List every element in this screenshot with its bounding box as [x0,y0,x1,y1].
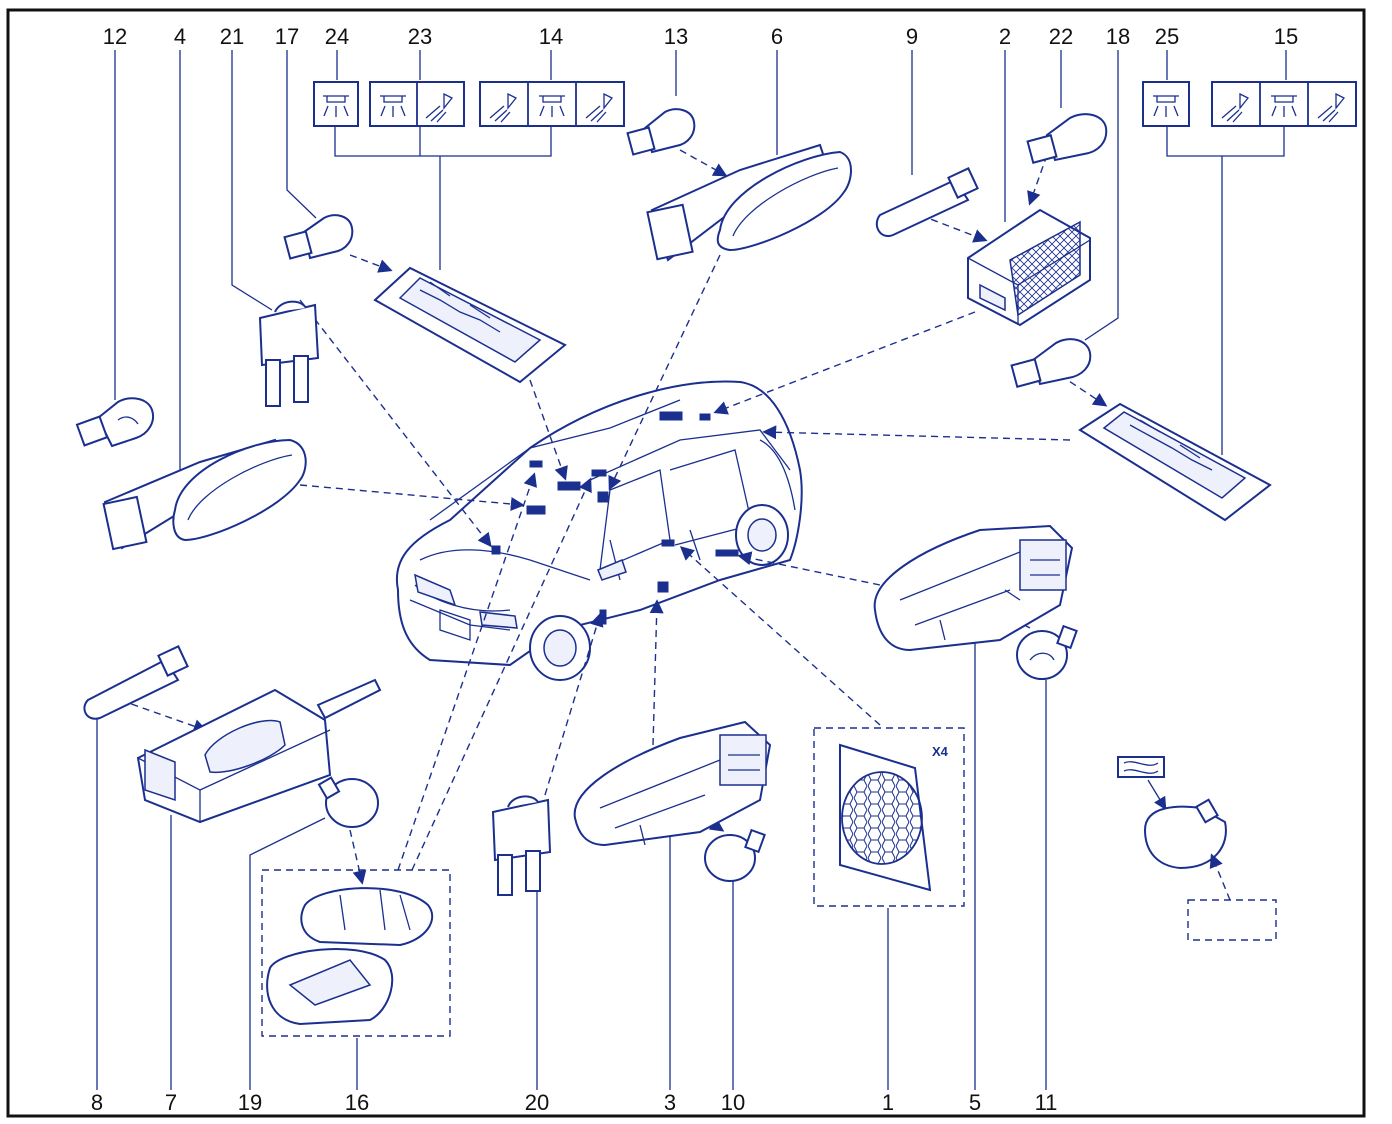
lamp-6 [646,143,852,262]
label-17: 17 [275,24,299,49]
bulb-19 [317,776,379,828]
lamp-4 [102,438,307,551]
bulb-11 [1016,624,1078,680]
bulb-18 [1010,338,1092,388]
spot-light-icon [1317,92,1346,123]
label-25: 25 [1155,24,1179,49]
label-20: 20 [525,1090,549,1115]
dome-light-icon [380,95,406,117]
label-8: 8 [91,1090,103,1115]
spot-light-icon [1221,92,1250,123]
bulb-17 [283,214,354,260]
label-21: 21 [220,24,244,49]
dome-light-icon [323,95,349,117]
label-10: 10 [721,1090,745,1115]
car-outline [395,380,803,681]
multiplier-x4: X4 [932,744,949,759]
icon-group-25 [1142,81,1190,127]
label-22: 22 [1049,24,1073,49]
bulb-12 [75,397,154,448]
label-18: 18 [1106,24,1130,49]
bottom-labels: 8 7 19 16 20 3 10 1 5 11 [91,1090,1058,1115]
dome-light-15 [1078,402,1272,522]
dome-light-icon [539,95,565,117]
label-24: 24 [325,24,349,49]
bulb-generic [1117,756,1277,941]
label-14: 14 [539,24,563,49]
label-4: 4 [174,24,186,49]
dome-light-23 [373,266,567,384]
leader-lines [96,50,1287,1090]
label-2: 2 [999,24,1011,49]
label-19: 19 [238,1090,262,1115]
bulb-9 [875,167,979,237]
bulb-10 [704,828,766,882]
label-12: 12 [103,24,127,49]
bulb-13 [626,108,696,156]
lamp-3 [573,720,772,847]
label-3: 3 [664,1090,676,1115]
group-16 [261,869,451,1037]
dome-light-icon [1153,95,1179,117]
label-9: 9 [906,24,918,49]
top-labels: 12 4 21 17 24 23 14 13 6 9 2 22 18 25 15 [103,24,1298,49]
icon-group-14 [479,81,625,127]
label-5: 5 [969,1090,981,1115]
spot-light-icon [425,92,454,123]
icon-group-23 [369,81,465,127]
outer-frame [6,8,1366,1118]
label-6: 6 [771,24,783,49]
icon-group-24 [313,81,359,127]
spot-light-icon [489,92,518,123]
label-15: 15 [1274,24,1298,49]
label-23: 23 [408,24,432,49]
fuse-21 [258,300,320,407]
group-1-grille: X4 [813,727,965,907]
label-13: 13 [664,24,688,49]
spot-light-icon [585,92,614,123]
label-11: 11 [1035,1090,1058,1115]
bulb-22 [1026,113,1108,164]
bulb-8 [83,645,189,720]
icon-group-15 [1211,81,1357,127]
lamp-5 [873,524,1074,652]
dashed-connectors [119,149,1108,885]
lamp-2 [967,208,1091,327]
label-1: 1 [882,1090,894,1115]
lamp-7 [136,678,382,824]
label-16: 16 [345,1090,369,1115]
dome-light-icon [1271,95,1297,117]
fuse-20 [491,795,552,896]
label-7: 7 [165,1090,177,1115]
